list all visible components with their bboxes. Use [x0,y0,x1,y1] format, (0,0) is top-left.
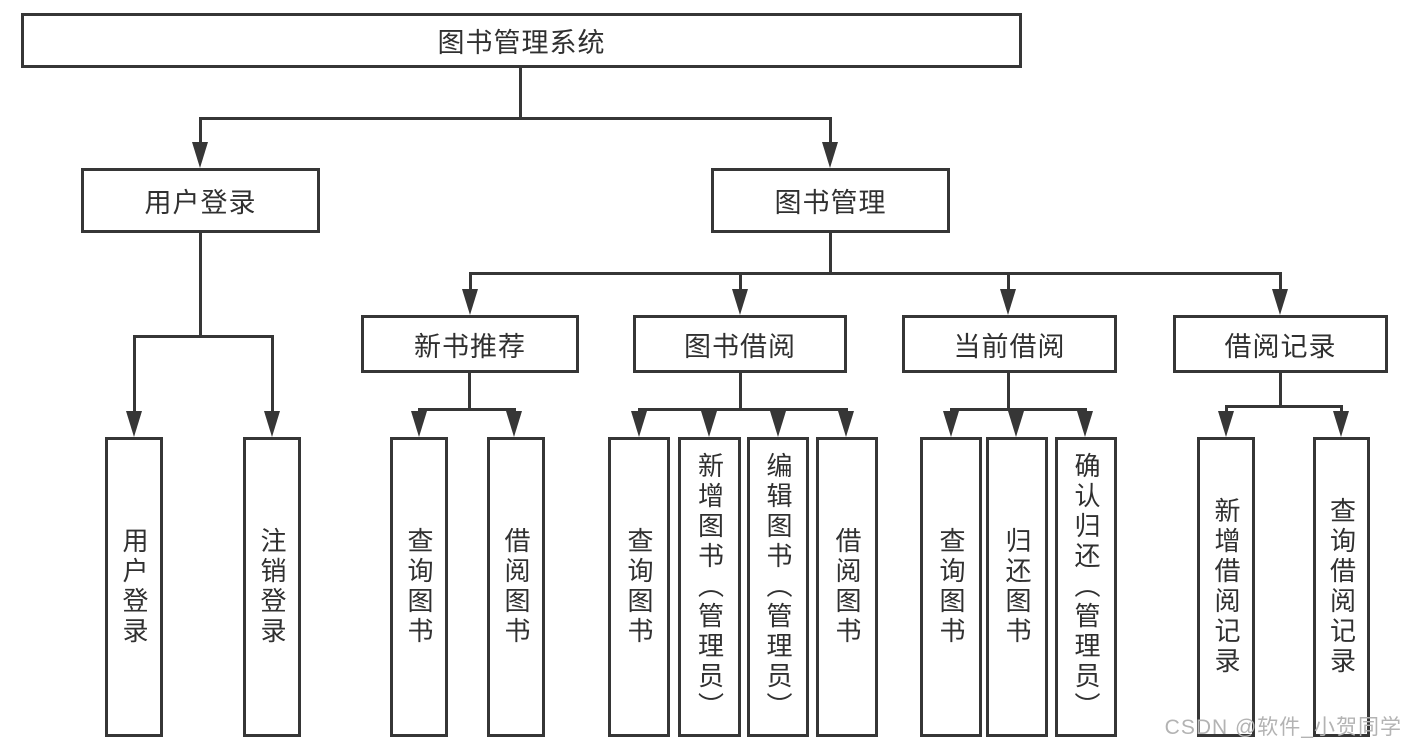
leaf-query-books-current: 查询图书 [920,437,982,737]
connector-new-book-bar [418,408,516,411]
connector-stub [1340,405,1343,415]
leaf-user-login: 用户登录 [105,437,163,737]
connector-stub-book-borrow [739,272,742,292]
node-new-book-recommend: 新书推荐 [361,315,579,373]
leaf-add-books-admin: 新增图书（管理员） [678,437,741,737]
leaf-label: 归还图书 [1002,527,1032,647]
leaf-label: 注销登录 [257,527,287,647]
connector-current-borrow-drop-line [1007,373,1010,408]
connector-stub-new-book [469,272,472,292]
leaf-label: 编辑图书（管理员） [763,452,793,722]
leaf-label: 查询图书 [624,527,654,647]
leaf-label: 确认归还（管理员） [1071,452,1101,722]
node-label: 图书借阅 [684,331,796,362]
leaf-label: 查询借阅记录 [1326,497,1357,677]
leaf-edit-books-admin: 编辑图书（管理员） [747,437,809,737]
csdn-watermark: CSDN @软件_小贺同学 [1164,716,1402,739]
connector-book-borrow-bar [638,408,848,411]
arrowhead-to-query-books-1 [411,411,427,437]
arrowhead-to-login-leaf [126,411,142,437]
connector-stub-logout-leaf [271,335,274,414]
arrowhead-to-add-borrow-record [1218,411,1234,437]
connector-book-mgmt-drop-line [829,233,832,272]
connector-borrow-record-drop-line [1279,373,1282,405]
node-label: 图书管理 [774,188,887,218]
connector-stub [1225,405,1228,415]
connector-stub-login-leaf [133,335,136,414]
arrowhead-to-borrow-books-2 [838,411,854,437]
connector-root-drop-line [519,68,522,117]
connector-stub-borrow-record [1279,272,1282,292]
node-label: 当前借阅 [953,331,1066,362]
leaf-confirm-return-admin: 确认归还（管理员） [1055,437,1117,737]
leaf-label: 借阅图书 [501,527,531,647]
connector-book-mgmt-bar [469,272,1282,275]
node-current-borrowing: 当前借阅 [902,315,1117,373]
connector-stub-book-mgmt [829,117,832,145]
connector-stub-current-borrow [1007,272,1010,292]
node-label: 用户登录 [144,188,257,218]
leaf-label: 新增借阅记录 [1211,497,1241,677]
connector-current-borrow-bar [950,408,1087,411]
arrowhead-to-book-mgmt [822,142,838,168]
connector-user-login-drop-line [199,233,202,335]
arrowhead-to-confirm-return [1077,411,1093,437]
node-book-management: 图书管理 [711,168,950,233]
leaf-label: 新增图书（管理员） [694,452,725,722]
connector-book-borrow-drop-line [739,373,742,408]
arrowhead-to-current-borrow [1000,289,1016,315]
connector-stub-user-login [199,117,202,145]
leaf-label: 借阅图书 [832,527,862,647]
leaf-borrow-books-recommend: 借阅图书 [487,437,545,737]
arrowhead-to-return-books [1008,411,1024,437]
leaf-query-borrow-record: 查询借阅记录 [1313,437,1370,737]
node-library-management-system: 图书管理系统 [21,13,1022,68]
leaf-borrow-books-borrowing: 借阅图书 [816,437,878,737]
arrowhead-to-query-books-2 [631,411,647,437]
node-label: 新书推荐 [414,331,526,362]
node-book-borrowing: 图书借阅 [633,315,847,373]
leaf-return-books: 归还图书 [986,437,1048,737]
leaf-label: 查询图书 [404,527,434,647]
arrowhead-to-new-book [462,289,478,315]
node-label: 借阅记录 [1224,331,1337,362]
connector-new-book-drop-line [468,373,471,408]
leaf-label: 查询图书 [936,527,966,647]
arrowhead-to-logout-leaf [264,411,280,437]
arrowhead-to-book-borrow [732,289,748,315]
arrowhead-to-edit-books [770,411,786,437]
leaf-label: 用户登录 [119,527,149,647]
leaf-query-books-recommend: 查询图书 [390,437,448,737]
leaf-logout: 注销登录 [243,437,301,737]
leaf-query-books-borrowing: 查询图书 [608,437,670,737]
node-user-login: 用户登录 [81,168,320,233]
connector-borrow-record-bar [1225,405,1343,408]
arrowhead-to-query-borrow-record [1333,411,1349,437]
arrowhead-to-user-login [192,142,208,168]
arrowhead-to-borrow-books-1 [506,411,522,437]
node-borrow-records: 借阅记录 [1173,315,1388,373]
arrowhead-to-add-books [701,411,717,437]
arrowhead-to-query-books-3 [943,411,959,437]
node-label: 图书管理系统 [437,28,606,58]
leaf-add-borrow-record: 新增借阅记录 [1197,437,1255,737]
arrowhead-to-borrow-record [1272,289,1288,315]
connector-root-bar [199,117,832,120]
connector-user-login-bar [133,335,274,338]
